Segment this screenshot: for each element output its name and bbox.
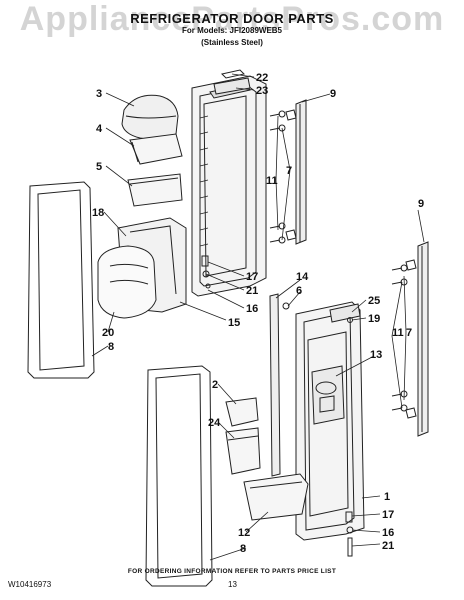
callout-17-upper: 17: [246, 271, 258, 283]
dispenser-module: [311, 365, 345, 425]
small-hardware-left: [201, 255, 211, 289]
callout-9-upper: 9: [330, 88, 336, 100]
callouts: 22 23 3 9 4 7 11 5 9 18 17 14 6 21 25 16…: [92, 72, 424, 555]
callout-7-lower: 7: [406, 327, 412, 339]
callout-1: 1: [384, 491, 390, 503]
callout-5: 5: [96, 161, 102, 173]
callout-14: 14: [296, 271, 309, 283]
upper-door-liner: [191, 75, 267, 297]
callout-6: 6: [296, 285, 302, 297]
hinge-cap-part: [213, 69, 251, 95]
callout-3: 3: [96, 88, 102, 100]
model-line: For Models: JFI2089WEB5: [181, 26, 283, 35]
callout-8-upper: 8: [108, 341, 114, 353]
document-number: W10416973: [8, 580, 52, 589]
leader-lines: [91, 73, 425, 561]
small-door-bin: [225, 397, 259, 427]
wide-door-bin: [243, 473, 309, 521]
callout-24: 24: [208, 417, 221, 429]
callout-18: 18: [92, 207, 104, 219]
lower-door-handle: [405, 241, 429, 437]
handle-screw-set-lower: [391, 264, 408, 412]
callout-11-lower: 11: [392, 327, 404, 339]
upper-door-handle: [285, 99, 307, 245]
callout-19: 19: [368, 313, 380, 325]
callout-8-lower: 8: [240, 543, 246, 555]
door-shelf-bin: [127, 173, 183, 207]
page-number: 13: [228, 580, 237, 589]
upper-door-gasket: [27, 181, 95, 379]
callout-15: 15: [228, 317, 240, 329]
callout-25: 25: [368, 295, 380, 307]
callout-16-upper: 16: [246, 303, 258, 315]
lower-door-gasket: [145, 365, 213, 587]
callout-12: 12: [238, 527, 250, 539]
callout-17-lower: 17: [382, 509, 394, 521]
callout-23: 23: [256, 85, 268, 97]
callout-20: 20: [102, 327, 114, 339]
callout-9-lower: 9: [418, 198, 424, 210]
finish-line: (Stainless Steel): [201, 38, 263, 47]
dairy-bin: [129, 133, 183, 165]
tall-door-bin: [225, 427, 261, 475]
page-title: REFRIGERATOR DOOR PARTS: [130, 11, 334, 26]
ice-bucket: [97, 245, 157, 319]
callout-4: 4: [96, 123, 103, 135]
dairy-cover-bin: [121, 94, 179, 140]
callout-11-upper: 11: [266, 175, 278, 187]
callout-21-upper: 21: [246, 285, 258, 297]
callout-16-lower: 16: [382, 527, 394, 539]
watermark: AppliancePartsPros.com: [19, 0, 445, 38]
callout-2: 2: [212, 379, 218, 391]
door-trim-strip: [269, 293, 290, 477]
callout-21-lower: 21: [382, 540, 394, 552]
callout-13: 13: [370, 349, 382, 361]
ordering-info: FOR ORDERING INFORMATION REFER TO PARTS …: [127, 568, 337, 575]
callout-7-upper: 7: [286, 165, 292, 177]
lower-hinge-hardware: [329, 303, 361, 323]
callout-22: 22: [256, 72, 268, 84]
